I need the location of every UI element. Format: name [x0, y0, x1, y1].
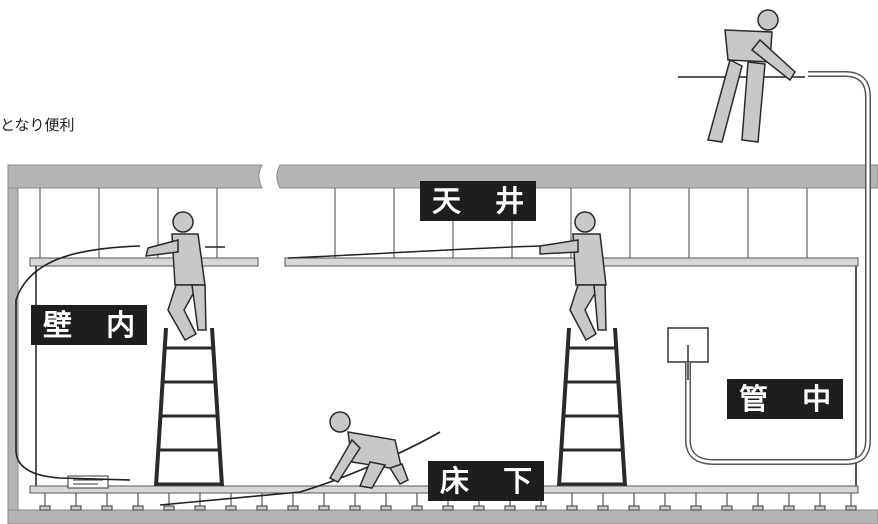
floor-pedestal-base: [318, 505, 330, 511]
worker-crouching: [328, 411, 409, 489]
leg: [593, 284, 607, 331]
floor-pedestals: [39, 493, 857, 511]
floor-pedestal-base: [752, 505, 764, 511]
floor-pedestal-base: [628, 505, 640, 511]
helmet: [574, 211, 596, 233]
floor-pedestal-base: [163, 505, 175, 511]
floor-pedestal-base: [535, 505, 547, 511]
label-floor: 床 下: [428, 461, 545, 501]
wall-cable: [15, 245, 141, 481]
floor-cable: [159, 431, 441, 506]
arm: [539, 239, 579, 255]
floor-pedestal-base: [442, 505, 454, 511]
floor-pedestal-base: [194, 505, 206, 511]
leg: [191, 284, 207, 331]
floor-pedestal-base: [39, 505, 51, 511]
floor-pedestal-base: [783, 505, 795, 511]
leg: [358, 461, 387, 489]
floor-pedestal-base: [70, 505, 82, 511]
ladder-rail: [557, 327, 571, 487]
leg: [707, 58, 743, 143]
floor-pedestal-base: [659, 505, 671, 511]
worker-right-ladder: [539, 211, 607, 342]
ladder-right: [557, 327, 627, 487]
ceiling-board-right: [284, 257, 859, 267]
floor-pedestal-base: [566, 505, 578, 511]
floor-pedestal-base: [225, 505, 237, 511]
torso: [572, 233, 607, 286]
floor-pedestal-base: [597, 505, 609, 511]
label-ceiling: 天 井: [420, 181, 537, 221]
floor-pedestal-base: [814, 505, 826, 511]
helmet: [757, 9, 779, 31]
label-wall: 壁 内: [31, 305, 148, 345]
arm: [145, 239, 179, 257]
leg: [741, 61, 766, 143]
worker-roof: [707, 9, 796, 143]
helmet: [329, 411, 351, 433]
label-conduit: 管 中: [727, 379, 844, 419]
cables: [15, 76, 805, 506]
floor-pedestal-base: [380, 505, 392, 511]
caption-text: となり便利: [0, 116, 75, 134]
upper-slab-right: [276, 164, 878, 189]
ladder-rail: [154, 327, 168, 487]
worker-left-ladder: [145, 211, 207, 342]
floor-pedestal-base: [132, 505, 144, 511]
floor-pedestal-base: [845, 505, 857, 511]
ladder-rail: [613, 327, 627, 487]
ceiling-rod: [287, 245, 541, 259]
conduit-pipe-inner: [686, 72, 870, 464]
floor-slab: [7, 509, 878, 524]
floor-pedestal-base: [690, 505, 702, 511]
floor-pedestal-base: [721, 505, 733, 511]
floor-pedestal-base: [256, 505, 268, 511]
helmet: [172, 211, 194, 233]
ceiling-board-left: [29, 257, 259, 267]
floor-pedestal-base: [101, 505, 113, 511]
arm: [328, 438, 361, 483]
floor-pedestal-base: [349, 505, 361, 511]
upper-slab: [7, 164, 263, 189]
ladder-rail: [210, 327, 224, 487]
floor-pedestal-base: [504, 505, 516, 511]
leg: [388, 463, 409, 485]
floor-pedestal-base: [287, 505, 299, 511]
arm: [750, 38, 796, 82]
floor-pedestal-base: [473, 505, 485, 511]
floor-pedestal-base: [411, 505, 423, 511]
ladder-left: [154, 327, 224, 487]
